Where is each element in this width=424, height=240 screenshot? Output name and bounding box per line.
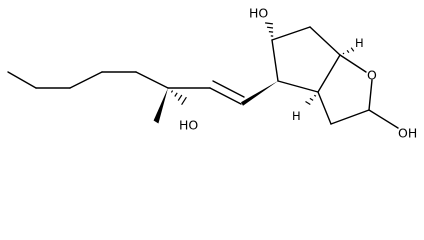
bond-ring-5 (277, 80, 319, 93)
ring-hydroxyl-hash-bond (265, 22, 274, 37)
side-chain-attachment-wedge (241, 81, 278, 106)
alkene (167, 80, 245, 105)
ring-fusion-h-bottom-hash-bond (305, 94, 317, 106)
bond-chain-5 (135, 71, 169, 89)
ring-fusion-h-top-label: H (355, 36, 364, 50)
bond-ring-3 (309, 26, 341, 56)
tetrahydrofuran-ring (317, 54, 373, 125)
alkene-double-bond-main (209, 87, 242, 105)
side-chain-hydroxyl-label: HO (179, 118, 198, 133)
bond-chain-3 (69, 71, 103, 89)
ring-hydroxyl-label: HO (249, 6, 268, 21)
methyl-wedge-bond (153, 88, 168, 124)
bond-thf-4 (317, 91, 332, 125)
lactol-hydroxyl-label: OH (398, 126, 417, 141)
bond-thf-2 (368, 79, 373, 111)
chemical-structure: HO HO O OH H (7, 6, 417, 141)
pentyl-chain (7, 71, 169, 89)
bond-thf-1 (339, 54, 367, 73)
ring-oxygen-label: O (367, 68, 377, 83)
bond-lactol-oh (368, 109, 399, 129)
bond-ring-1 (271, 39, 279, 82)
ring-fusion-h-bottom-label: H (292, 109, 301, 123)
cyclopentane-ring (271, 26, 341, 93)
ring-fusion-h-top-hash-bond (342, 47, 355, 55)
alkene-double-bond-second (212, 80, 245, 98)
bond-thf-3 (330, 109, 370, 125)
carbinol-center: HO (153, 88, 198, 133)
bond-ring-fusion (317, 54, 341, 93)
bond-ring-2 (271, 26, 311, 41)
hydroxyl-hash-bond (170, 90, 187, 106)
bond-chain-1 (7, 71, 37, 89)
